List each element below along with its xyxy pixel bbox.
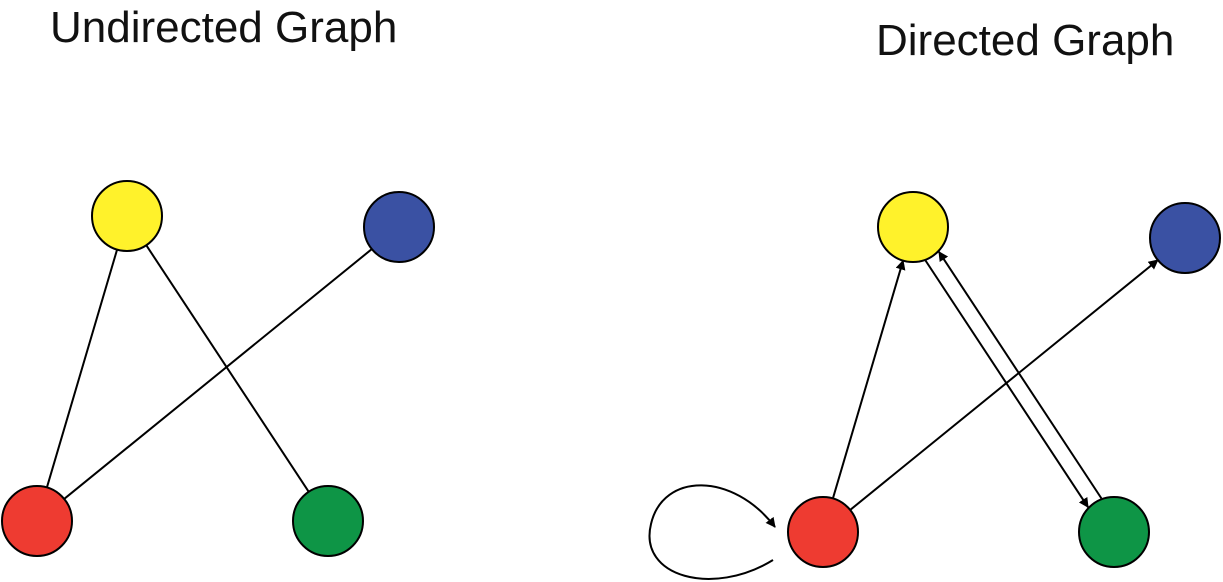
- node-yellow: [91, 180, 163, 252]
- node-green: [292, 485, 364, 557]
- arrow-red-to-red: [648, 484, 776, 580]
- node-yellow: [877, 191, 949, 263]
- arrow-green-to-yellow: [938, 250, 1103, 499]
- node-blue: [363, 191, 435, 263]
- edge-yellow-green: [145, 244, 310, 493]
- arrow-yellow-to-green: [924, 260, 1089, 509]
- edge-red-blue: [63, 248, 373, 500]
- directed-nodes: [787, 191, 1221, 568]
- undirected-graph-title: Undirected Graph: [50, 3, 398, 52]
- node-green: [1078, 496, 1150, 568]
- node-blue: [1149, 202, 1221, 274]
- directed-edges: [648, 250, 1159, 580]
- arrow-red-to-blue: [849, 259, 1159, 511]
- edge-red-yellow: [45, 249, 119, 488]
- undirected-edges: [45, 244, 373, 500]
- node-red: [787, 496, 859, 568]
- directed-graph-title: Directed Graph: [876, 16, 1175, 65]
- undirected-nodes: [1, 180, 435, 557]
- node-red: [1, 485, 73, 557]
- arrow-red-to-yellow: [831, 259, 906, 499]
